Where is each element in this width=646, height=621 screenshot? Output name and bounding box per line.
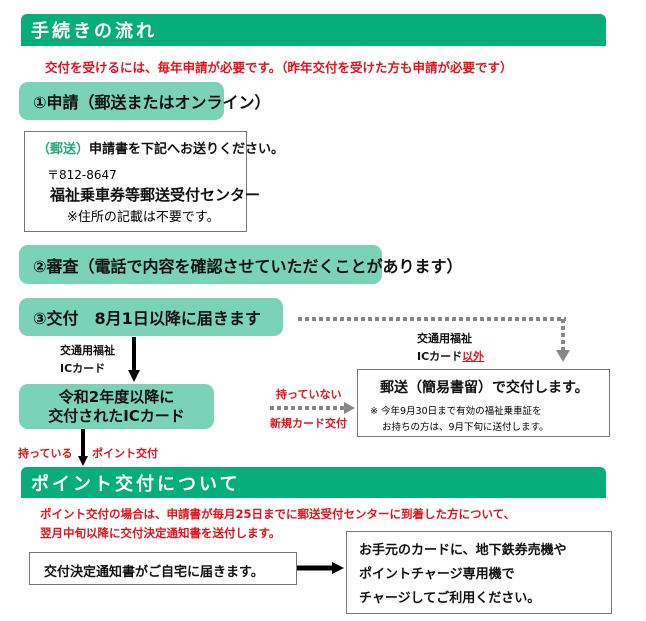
section-header-procedure: 手続きの流れ	[21, 14, 606, 46]
section-header-points: ポイント交付について	[21, 467, 606, 498]
left-label-line1: 交通用福祉	[60, 344, 115, 357]
right-label-line2: ICカード	[417, 350, 463, 363]
arrowhead-point	[78, 456, 88, 466]
right-label-line1: 交通用福祉	[417, 332, 472, 345]
recipient-name: 福祉乗車券等郵送受付センター	[50, 186, 261, 204]
notification-box: 交付決定通知書がご自宅に届きます。	[29, 552, 297, 585]
no-card-label: 持っていない	[276, 388, 342, 401]
ic-box-line2: 交付されたICカード	[48, 406, 185, 425]
charge-line3: チャージしてご利用ください。	[359, 591, 541, 606]
ic-box-line1: 令和2年度以降に	[58, 387, 175, 406]
step1-application: ①申請（郵送またはオンライン）	[19, 82, 271, 120]
mail-delivery-note1: ※ 今年9月30日まで有効の福祉乗車証を	[370, 406, 542, 417]
mail-delivery-title: 郵送（簡易書留）で交付します。	[380, 380, 589, 396]
dotted-arrowhead-down	[556, 350, 570, 362]
address-note: ※住所の記載は不要です。	[67, 210, 220, 225]
point-issue-label: ポイント交付	[92, 447, 158, 460]
new-card-label: 新規カード交付	[270, 417, 347, 430]
charge-instruction-box: お手元のカードに、地下鉄券売機や ポイントチャージ専用機で チャージしてご利用く…	[346, 531, 612, 614]
left-label-line2: ICカード	[60, 362, 106, 375]
mail-instruction: 申請書を下記へお送りください。	[89, 142, 285, 157]
arrowhead-ic-box	[128, 370, 140, 382]
dotted-arrowhead-right	[344, 402, 355, 414]
points-notice-line2: 翌月中旬以降に交付決定通知書を送付します。	[40, 526, 281, 540]
notification-text: 交付決定通知書がご自宅に届きます。	[44, 565, 264, 580]
mail-delivery-box: 郵送（簡易書留）で交付します。 ※ 今年9月30日まで有効の福祉乗車証を お持ち…	[357, 369, 610, 437]
arrowhead-charge	[332, 562, 344, 574]
mail-delivery-note2: お持ちの方は、9月下旬に送付します。	[382, 422, 549, 433]
charge-line2: ポイントチャージ専用機で	[359, 567, 515, 582]
charge-line1: お手元のカードに、地下鉄券売機や	[359, 543, 567, 558]
notice-annual-application: 交付を受けるには、毎年申請が必要です。（昨年交付を受けた方も申請が必要です）	[45, 60, 513, 75]
mail-address-box: （郵送）申請書を下記へお送りください。 〒812-8647 福祉乗車券等郵送受付…	[24, 131, 284, 232]
has-card-label: 持っている	[18, 447, 73, 460]
points-notice-line1: ポイント交付の場合は、申請書が毎月25日までに郵送受付センターに到着した方につい…	[40, 507, 516, 521]
step2-review: ②審査（電話で内容を確認させていただくことがあります）	[19, 245, 463, 284]
step3-issue: ③交付 8月1日以降に届きます	[19, 298, 283, 336]
mail-tag: （郵送）	[37, 142, 90, 157]
right-label-except: 以外	[462, 350, 485, 363]
postal-code: 〒812-8647	[47, 168, 117, 182]
ic-card-box: 令和2年度以降に 交付されたICカード	[19, 384, 214, 429]
